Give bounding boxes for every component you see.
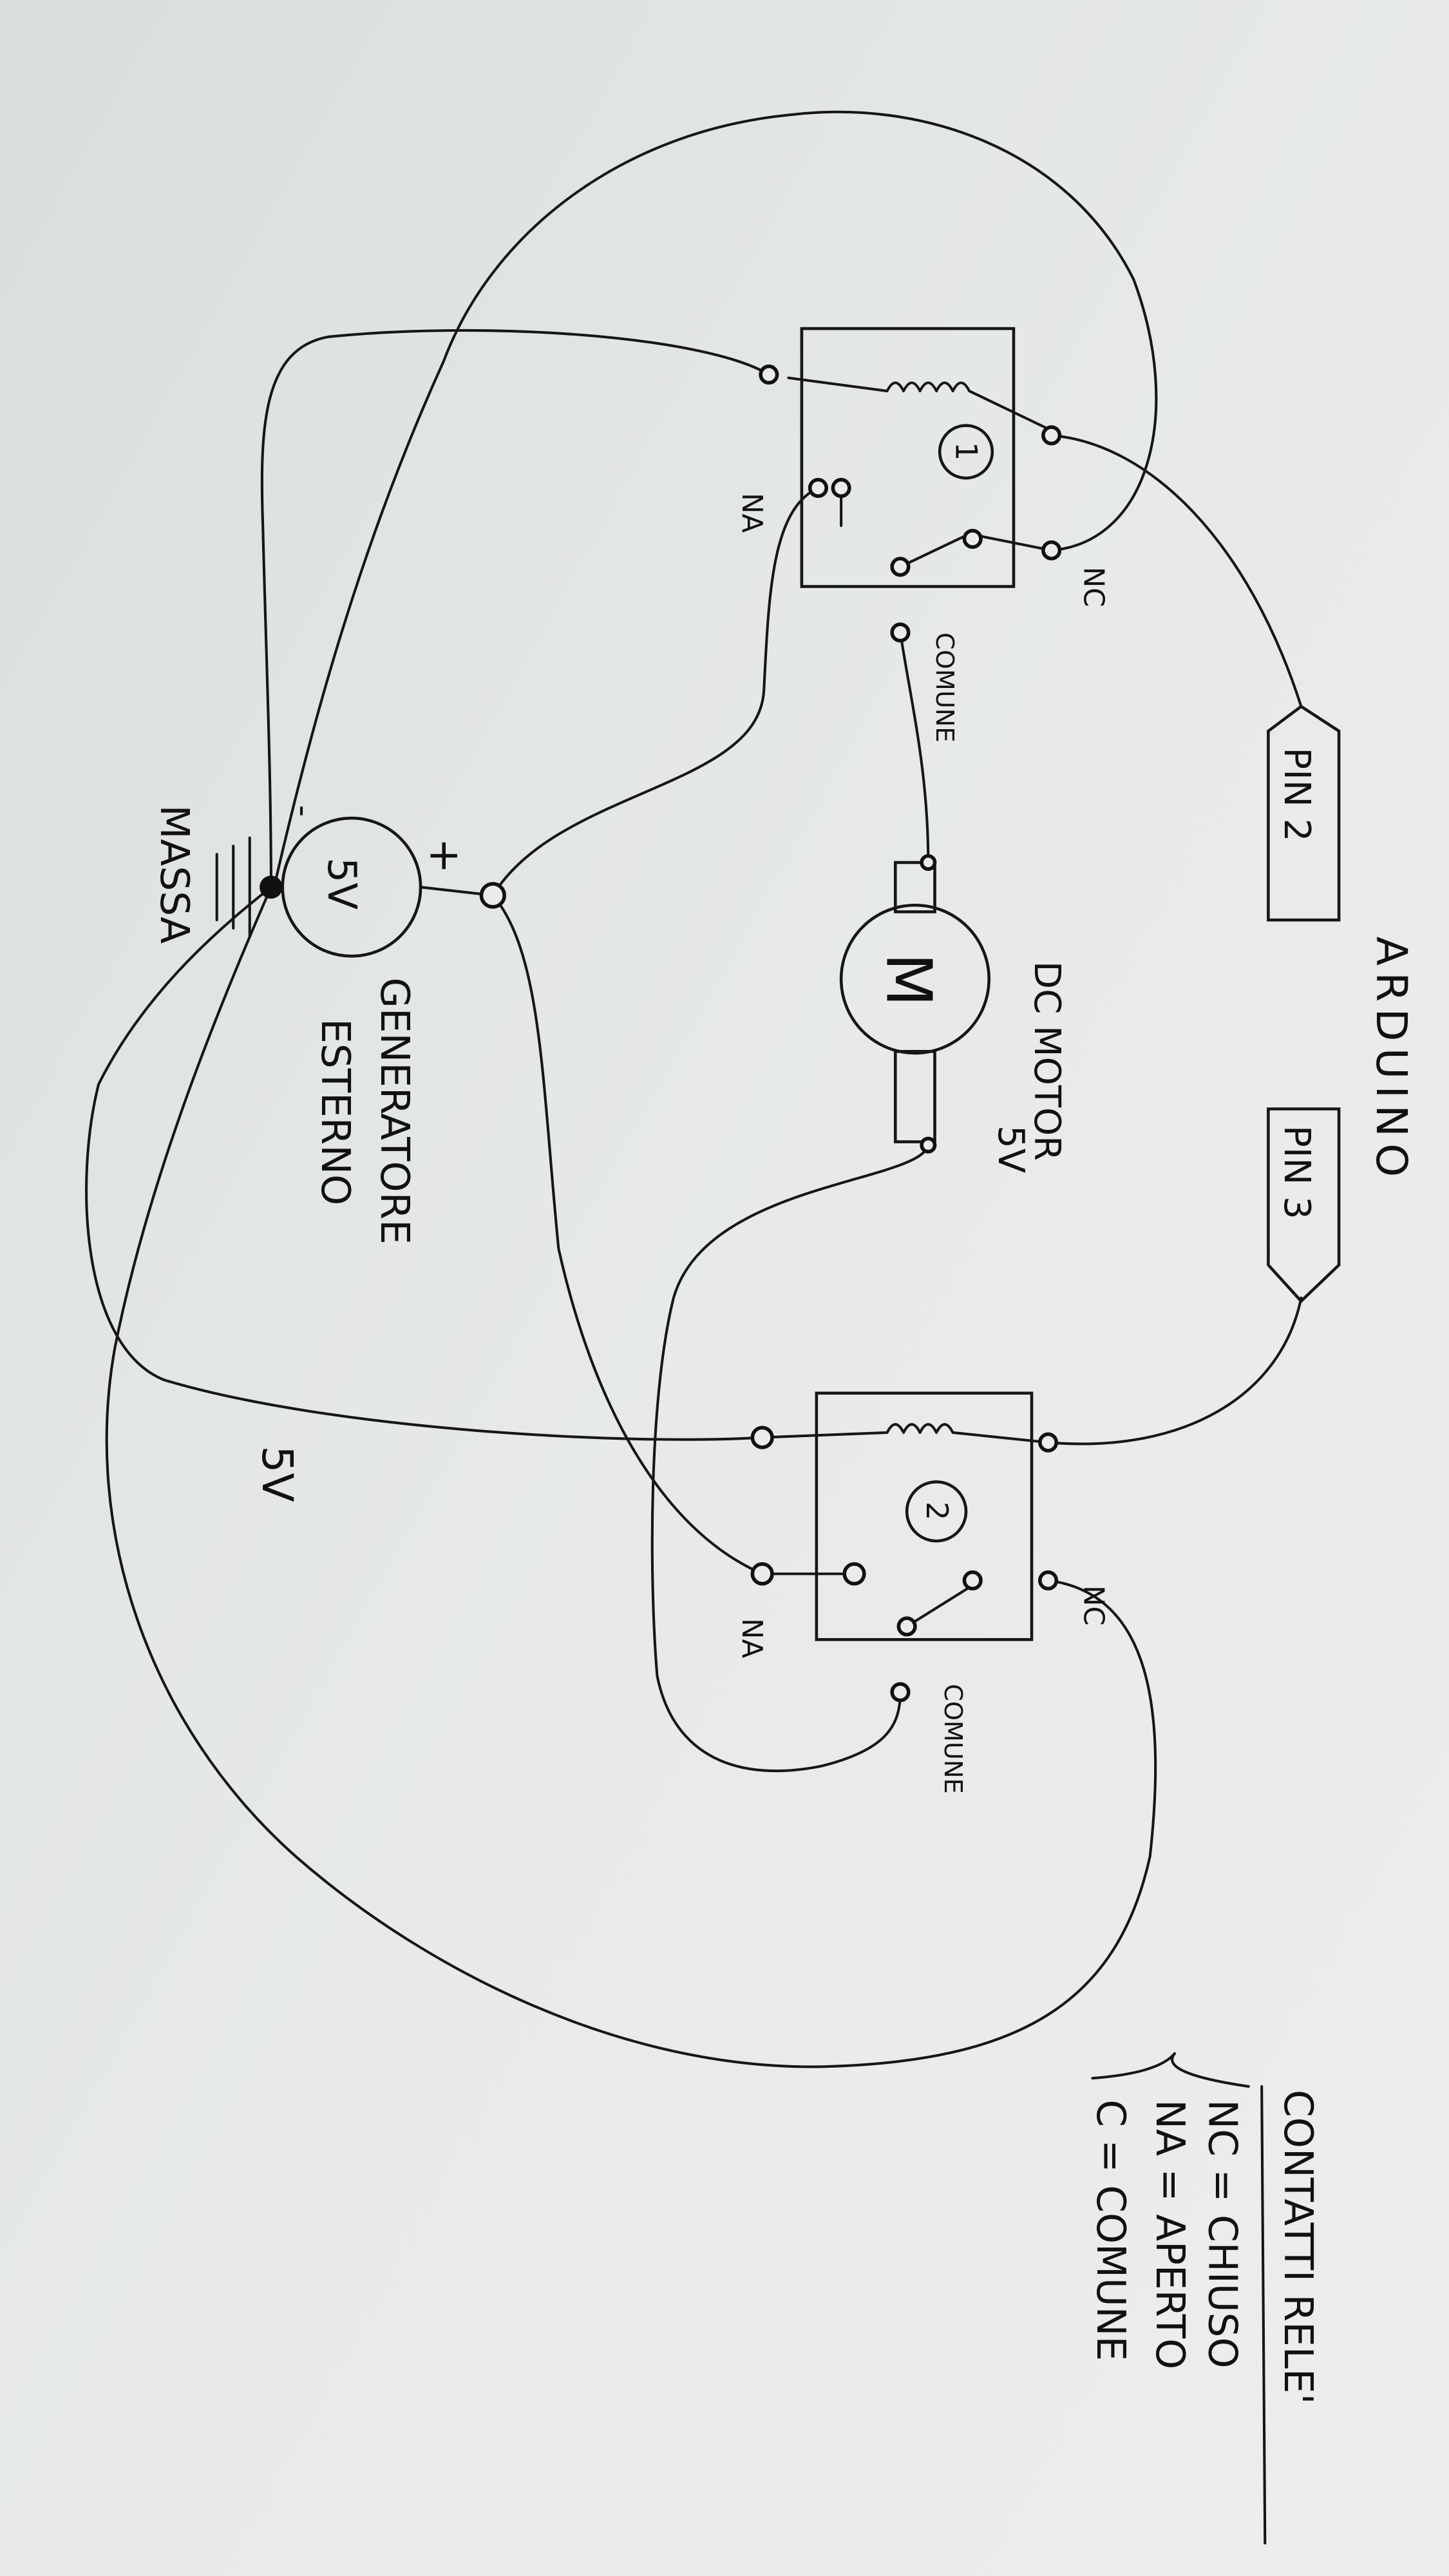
dc-motor: M DC MOTOR 5V xyxy=(839,854,1068,1173)
wire-relay2-nc-to-ground xyxy=(105,886,1157,2068)
motor-voltage: 5V xyxy=(990,1125,1032,1173)
generator-label-line2: ESTERNO xyxy=(312,1018,358,1205)
motor-top-lead xyxy=(894,861,936,913)
motor-circle xyxy=(839,903,991,1055)
wire-relay2-coil-to-ground xyxy=(85,886,764,1441)
wire-relay1-coil-to-pin2 xyxy=(1050,434,1303,708)
relay-1-common-contact xyxy=(890,557,911,577)
relay-1-coil-terminal-b xyxy=(1041,425,1062,446)
legend-item-c: C = COMUNE xyxy=(1088,2099,1133,2361)
relay-2-na-contact xyxy=(842,1562,866,1586)
pin3-box xyxy=(1267,1107,1341,1304)
relay-1: 1 NC NA COMUNE xyxy=(735,327,1110,743)
arduino-title: ARDUINO xyxy=(1367,937,1417,1184)
relay-1-nc-terminal xyxy=(1041,540,1062,560)
ground-node xyxy=(260,875,283,899)
arduino: PIN 2 PIN 3 ARDUINO xyxy=(1267,704,1417,1304)
relay-1-box xyxy=(800,327,1016,588)
relay-1-na-label: NA xyxy=(735,493,768,533)
pin3-label: PIN 3 xyxy=(1276,1125,1318,1219)
wire-relay1-coil-to-ground xyxy=(260,329,770,889)
relay-2-common-contact xyxy=(896,1616,917,1637)
generator-value: 5V xyxy=(319,857,365,910)
generator-label-line1: GENERATORE xyxy=(372,977,417,1244)
relay-2-number: 2 xyxy=(920,1502,954,1520)
wire-relay1-common-to-motor xyxy=(898,631,930,864)
relay-2-na-terminal xyxy=(750,1562,774,1586)
relay-1-number: 1 xyxy=(949,442,984,461)
wire-relay1-nc-to-ground xyxy=(274,110,1158,881)
generator-label-line3: 5V xyxy=(252,1445,303,1502)
relay-2: 2 NC NA COMUNE xyxy=(735,1391,1110,1794)
wires xyxy=(85,110,1303,2068)
relay-1-na-contact xyxy=(831,477,851,499)
relay-2-switch-icon xyxy=(761,1572,974,1628)
relay-1-coil-icon xyxy=(787,376,1053,432)
relay-2-nc-contact xyxy=(962,1570,983,1591)
wire-relay1-na-to-plus xyxy=(491,486,820,897)
external-generator: 5V + - GENERATORE ESTERNO 5V MASSA xyxy=(151,805,506,1502)
wire-motor-to-relay2-common xyxy=(650,1143,930,1773)
relay-2-nc-label: NC xyxy=(1077,1585,1110,1626)
legend: CONTATTI RELE' NC = CHIUSO NA = APERTO C… xyxy=(1088,2052,1321,2545)
ground-label: MASSA xyxy=(151,805,197,944)
legend-item-na: NA = APERTO xyxy=(1147,2099,1193,2369)
relay-2-number-circle xyxy=(905,1480,968,1543)
pin2-label: PIN 2 xyxy=(1276,747,1318,841)
relay-2-coil-icon xyxy=(761,1423,1050,1444)
motor-terminal-top xyxy=(920,854,937,871)
legend-underline xyxy=(1260,2085,1267,2545)
plus-node xyxy=(479,882,506,909)
wire-relay2-na-to-plus xyxy=(491,893,764,1576)
wire-pin3-to-relay2-coil xyxy=(1046,1296,1303,1445)
motor-bottom-lead xyxy=(894,1049,936,1143)
relay-1-coil-terminal-a xyxy=(759,364,779,385)
motor-label: DC MOTOR xyxy=(1026,961,1068,1161)
legend-item-nc: NC = CHIUSO xyxy=(1200,2099,1245,2368)
generator-plus: + xyxy=(420,838,470,874)
relay-2-na-label: NA xyxy=(735,1618,768,1658)
relay-2-common-label: COMUNE xyxy=(938,1684,967,1794)
relay-2-box xyxy=(815,1391,1034,1641)
relay-2-common-terminal xyxy=(890,1682,911,1703)
generator-minus: - xyxy=(284,805,322,817)
relay-1-nc-contact xyxy=(962,528,983,549)
relay-1-common-label: COMUNE xyxy=(930,633,959,743)
ground-icon xyxy=(215,836,251,938)
relay-2-coil-terminal-b xyxy=(1037,1432,1059,1453)
motor-symbol: M xyxy=(873,953,945,1007)
motor-terminal-bottom xyxy=(920,1136,937,1154)
relay-2-coil-terminal-a xyxy=(750,1426,774,1449)
relay-1-nc-label: NC xyxy=(1077,567,1110,607)
relay-1-na-terminal xyxy=(808,477,828,499)
legend-title: CONTATTI RELE' xyxy=(1275,2090,1321,2404)
legend-brace xyxy=(1091,2052,1250,2088)
pin2-box xyxy=(1267,704,1341,922)
relay-2-nc-terminal xyxy=(1037,1570,1059,1591)
relay-1-number-circle xyxy=(938,424,994,480)
relay-1-common-terminal xyxy=(890,622,911,643)
